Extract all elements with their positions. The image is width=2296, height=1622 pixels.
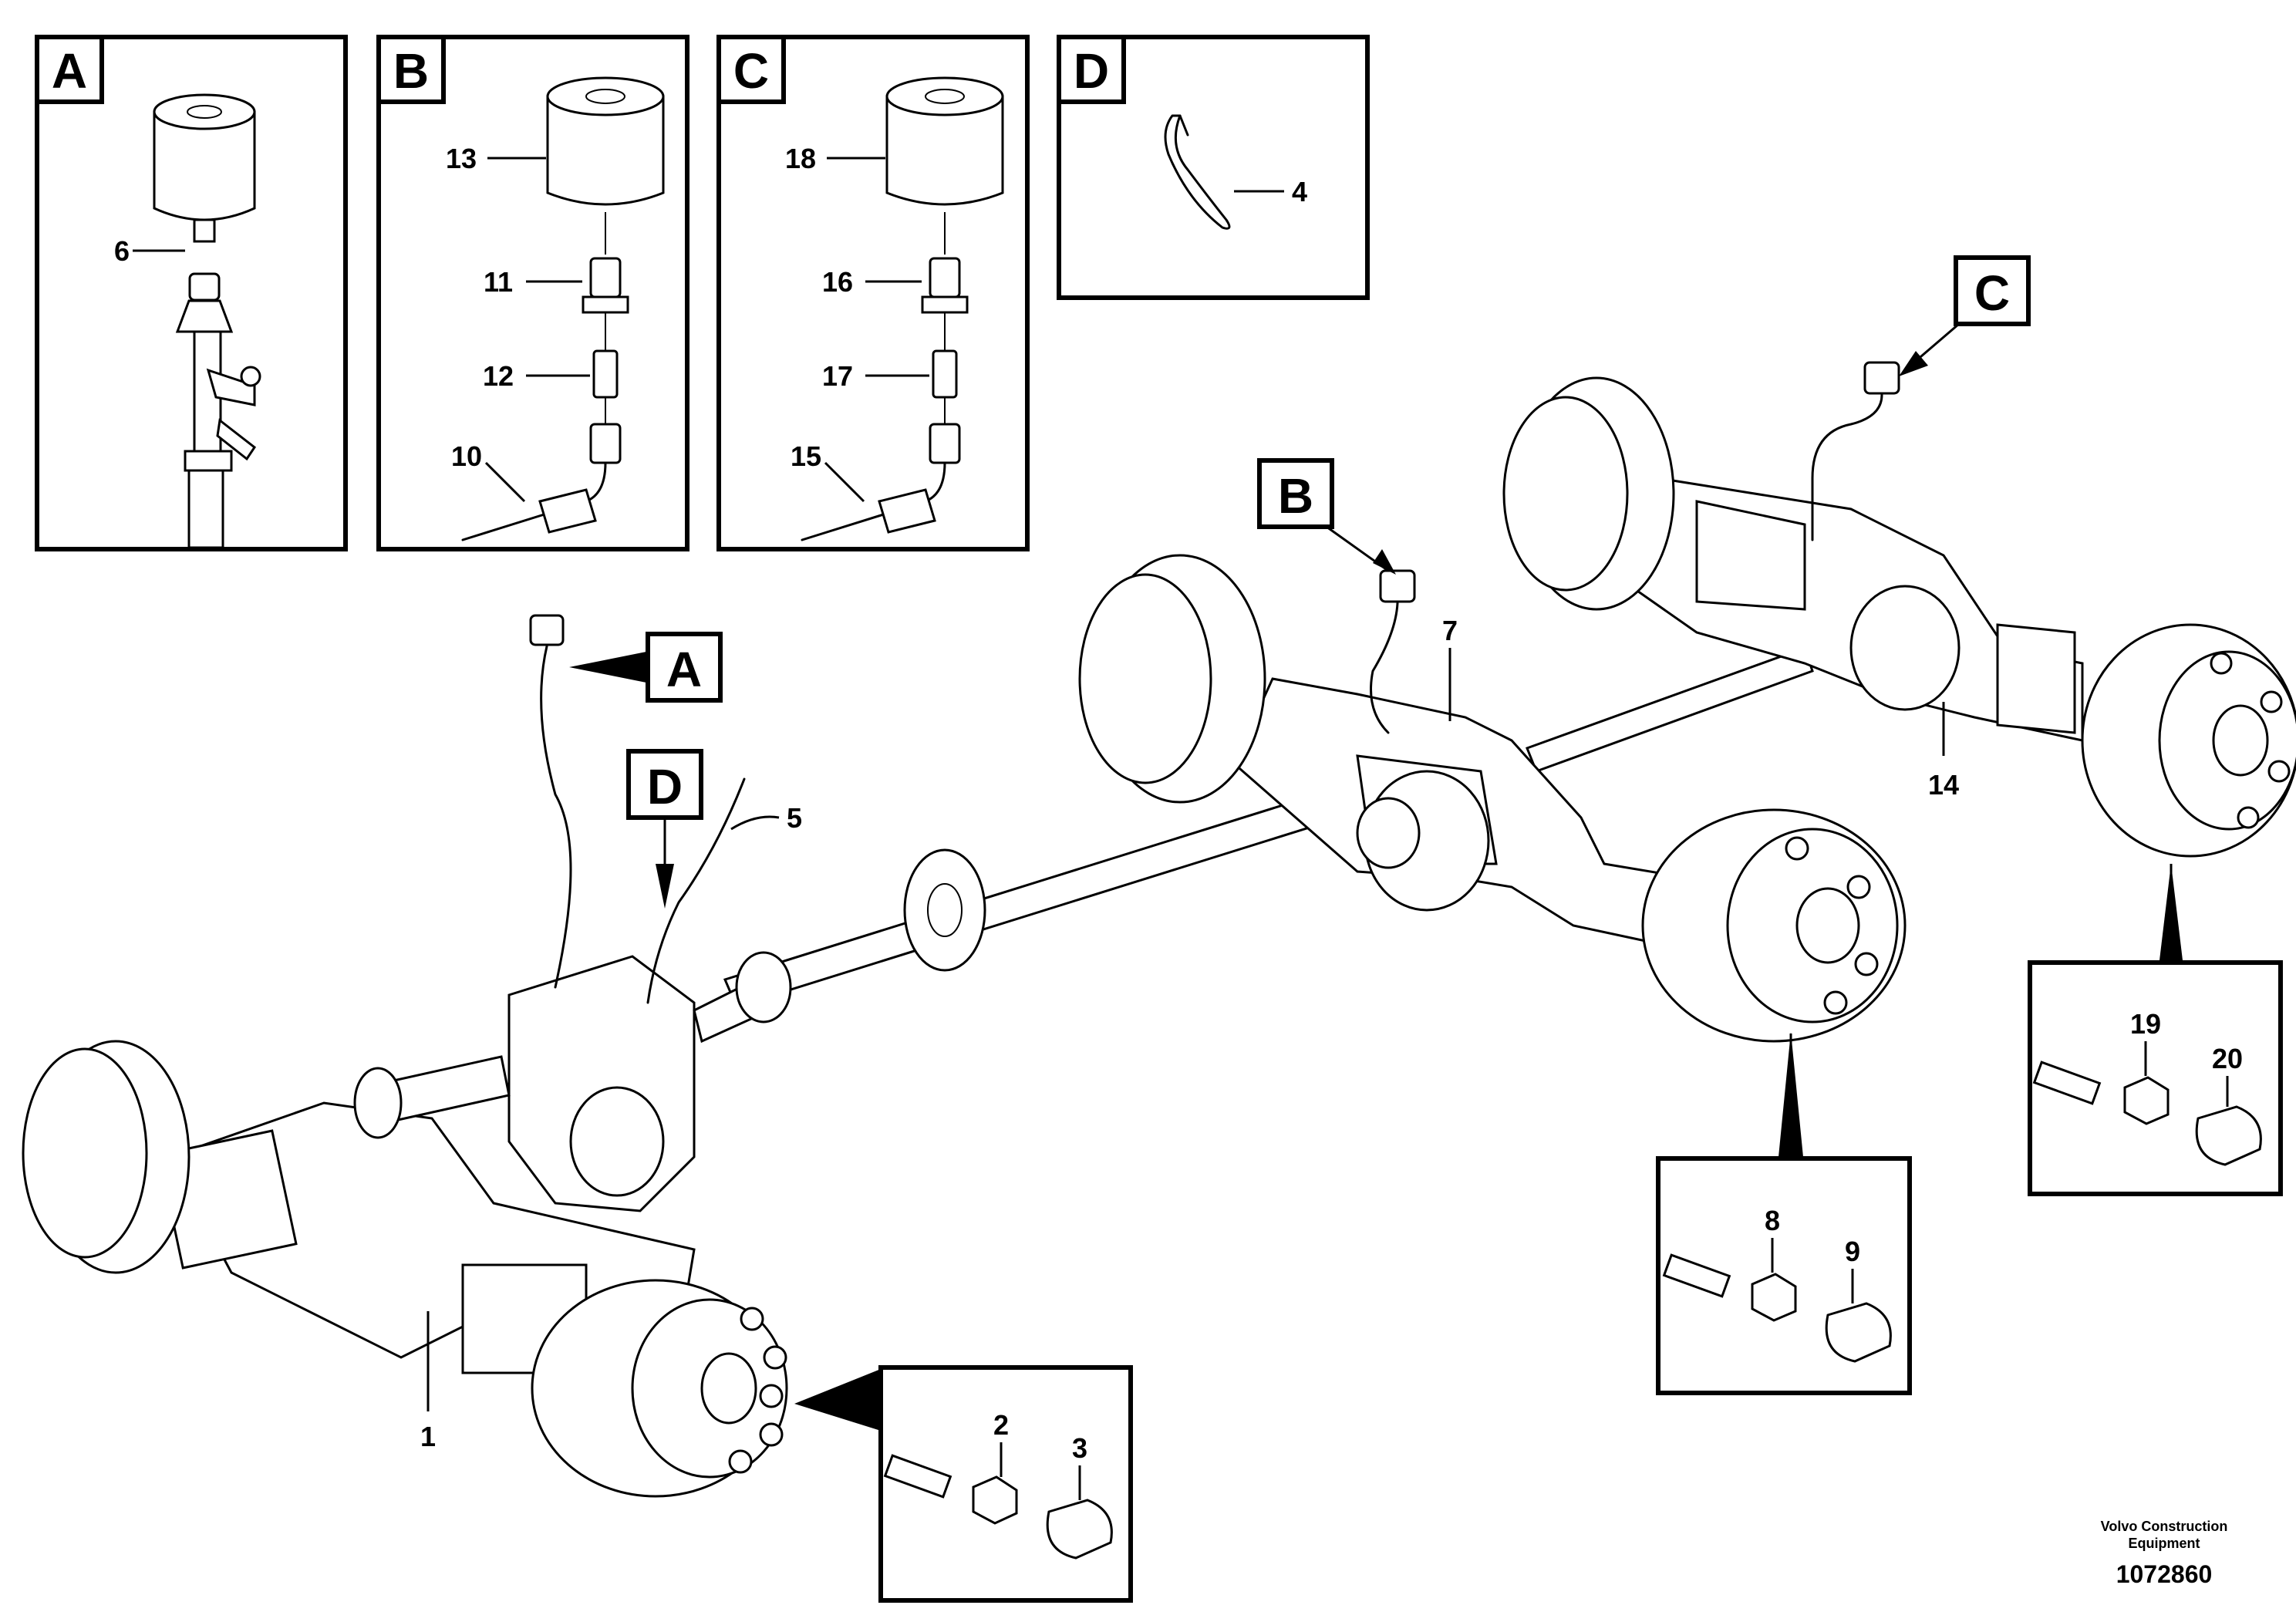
part-number-15: 15 <box>791 440 821 472</box>
part-number-6: 6 <box>114 235 130 267</box>
company-name-line1: Volvo Construction <box>2101 1519 2228 1534</box>
callout-tag-c: C <box>1899 255 2031 376</box>
rear-axle <box>1502 376 2296 858</box>
callout-tag-b: B <box>1257 458 1396 575</box>
middle-axle <box>1078 554 1907 1043</box>
callout-tag-a-letter: A <box>666 642 702 697</box>
detail-frame-d: D 4 <box>1057 35 1370 300</box>
detail-frame-c: C 18 16 17 15 <box>716 35 1030 551</box>
main-assembly <box>22 361 2296 1498</box>
part-number-12: 12 <box>483 360 514 392</box>
part-number-8: 8 <box>1765 1205 1780 1236</box>
callout-tag-d-letter: D <box>647 759 683 814</box>
part-number-4: 4 <box>1292 176 1307 207</box>
part-number-9: 9 <box>1845 1236 1860 1267</box>
detail-box-rear-wheel-nut: 19 20 <box>2028 864 2283 1196</box>
part-number-10: 10 <box>451 440 482 472</box>
part-number-20: 20 <box>2212 1043 2243 1074</box>
detail-frame-a-letter: A <box>52 43 87 99</box>
part-number-3: 3 <box>1072 1432 1087 1464</box>
part-number-13: 13 <box>446 143 477 174</box>
part-number-1: 1 <box>420 1421 436 1452</box>
transfer-case <box>353 951 792 1212</box>
detail-frame-b: B 13 11 12 10 <box>376 35 689 551</box>
part-number-7: 7 <box>1442 615 1458 646</box>
part-number-2: 2 <box>993 1409 1009 1441</box>
part-number-19: 19 <box>2130 1008 2161 1040</box>
detail-frame-d-letter: D <box>1074 43 1109 99</box>
detail-frame-a: A 6 <box>35 35 348 551</box>
callout-tag-a: A <box>569 632 723 703</box>
front-axle <box>22 1040 788 1498</box>
part-number-11: 11 <box>484 266 513 298</box>
part-number-16: 16 <box>822 266 853 298</box>
detail-box-front-wheel-nut: 2 3 <box>794 1365 1133 1603</box>
callout-tag-b-letter: B <box>1278 468 1313 524</box>
footer: Volvo Construction Equipment 1072860 <box>2101 1519 2228 1588</box>
part-number-14: 14 <box>1928 769 1959 801</box>
callout-tag-c-letter: C <box>1974 265 2010 321</box>
detail-frame-c-letter: C <box>733 43 769 99</box>
detail-frame-b-letter: B <box>393 43 429 99</box>
part-number-18: 18 <box>785 143 816 174</box>
part-number-5: 5 <box>787 802 802 834</box>
company-name-line2: Equipment <box>2129 1536 2200 1551</box>
callout-tag-d: D <box>626 749 703 909</box>
drawing-number: 1072860 <box>2116 1560 2213 1588</box>
detail-box-middle-wheel-nut: 8 9 <box>1656 1032 1912 1395</box>
part-number-17: 17 <box>822 360 853 392</box>
